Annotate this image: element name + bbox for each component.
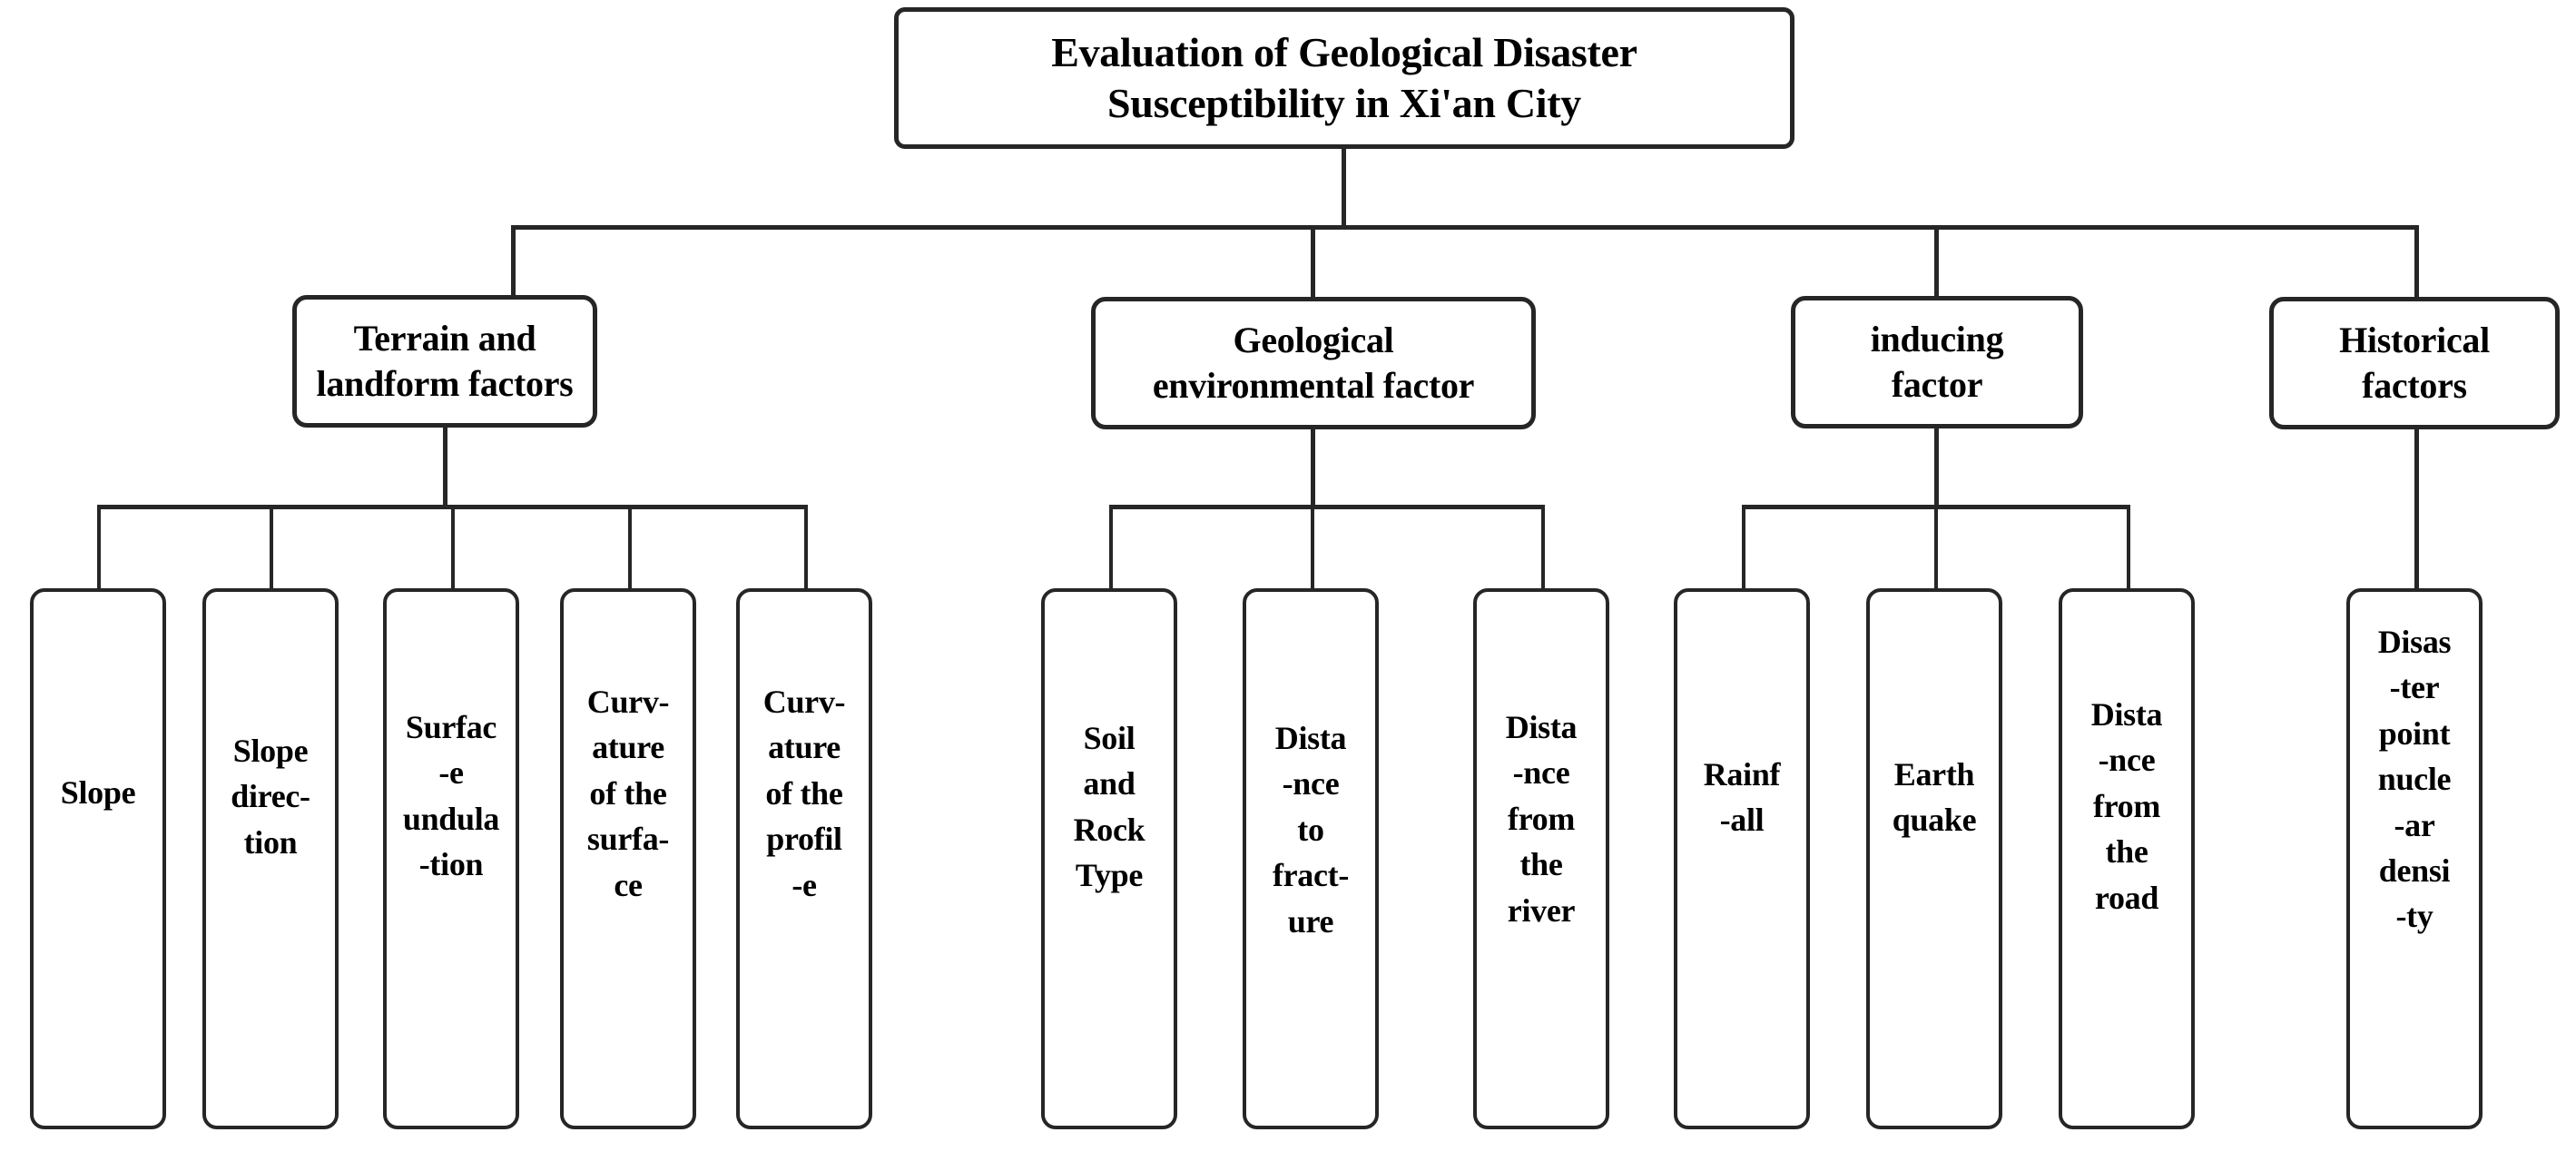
factor-label: Surfac -e undula -tion xyxy=(402,709,500,883)
factor-node-curvature-surface[interactable]: Curv- ature of the surfa- ce xyxy=(560,588,696,1129)
connector-stem-inducing xyxy=(1934,427,1939,508)
factor-label: Slope xyxy=(60,774,136,811)
factor-node-disaster-density[interactable]: Disas -ter point nucle -ar densi -ty xyxy=(2346,588,2483,1129)
category-node-geological[interactable]: Geological environmental factor xyxy=(1091,297,1536,429)
factor-node-earthquake[interactable]: Earth quake xyxy=(1866,588,2002,1129)
factor-node-slope-direction[interactable]: Slope direc- tion xyxy=(202,588,339,1129)
factor-label: Curv- ature of the surfa- ce xyxy=(586,684,670,903)
factor-node-surface-undulation[interactable]: Surfac -e undula -tion xyxy=(383,588,519,1129)
category-node-historical[interactable]: Historical factors xyxy=(2269,297,2560,429)
connector-drop-slope-direction xyxy=(270,505,273,590)
connector-stem-geological xyxy=(1311,428,1315,508)
category-node-inducing[interactable]: inducing factor xyxy=(1791,296,2083,428)
factor-node-curvature-profile[interactable]: Curv- ature of the profil -e xyxy=(736,588,872,1129)
factor-label: Curv- ature of the profil -e xyxy=(762,684,846,903)
connector-drop-distance-fracture xyxy=(1311,505,1314,590)
factor-label: Disas -ter point nucle -ar densi -ty xyxy=(2377,624,2452,935)
factor-label: Earth quake xyxy=(1892,756,1977,839)
factor-node-soil-rock-type[interactable]: Soil and Rock Type xyxy=(1041,588,1177,1129)
connector-top-bus xyxy=(511,225,2419,230)
factor-label: Soil and Rock Type xyxy=(1073,720,1145,894)
connector-drop-distance-river xyxy=(1541,505,1545,590)
connector-drop-category-0 xyxy=(511,225,516,298)
factor-node-rainfall[interactable]: Rainf -all xyxy=(1674,588,1810,1129)
category-node-terrain[interactable]: Terrain and landform factors xyxy=(292,295,597,428)
factor-label: Dista -nce to fract- ure xyxy=(1272,720,1350,940)
connector-drop-curvature-profile xyxy=(804,505,808,590)
factor-node-distance-road[interactable]: Dista -nce from the road xyxy=(2059,588,2195,1129)
factor-label: Dista -nce from the road xyxy=(2090,696,2163,916)
connector-drop-curvature-surface xyxy=(628,505,632,590)
connector-drop-category-1 xyxy=(1311,225,1315,300)
connector-drop-category-3 xyxy=(2414,225,2419,300)
connector-root-stem xyxy=(1342,149,1346,229)
connector-drop-rainfall xyxy=(1742,505,1745,590)
factor-label: Rainf -all xyxy=(1703,756,1781,839)
connector-drop-slope xyxy=(97,505,101,590)
connector-drop-earthquake xyxy=(1934,505,1938,590)
connector-bus-geological xyxy=(1109,505,1545,509)
factor-node-distance-river[interactable]: Dista -nce from the river xyxy=(1473,588,1609,1129)
connector-drop-category-2 xyxy=(1934,225,1939,298)
root-node[interactable]: Evaluation of Geological Disaster Suscep… xyxy=(894,7,1794,149)
connector-stem-terrain xyxy=(443,427,447,508)
factor-node-distance-fracture[interactable]: Dista -nce to fract- ure xyxy=(1243,588,1379,1129)
connector-drop-distance-road xyxy=(2127,505,2130,590)
connector-drop-surface-undulation xyxy=(451,505,455,590)
connector-stem-historical xyxy=(2414,428,2419,590)
connector-drop-soil-rock-type xyxy=(1109,505,1113,590)
factor-label: Slope direc- tion xyxy=(231,733,310,861)
factor-node-slope[interactable]: Slope xyxy=(30,588,166,1129)
factor-label: Dista -nce from the river xyxy=(1505,709,1578,929)
